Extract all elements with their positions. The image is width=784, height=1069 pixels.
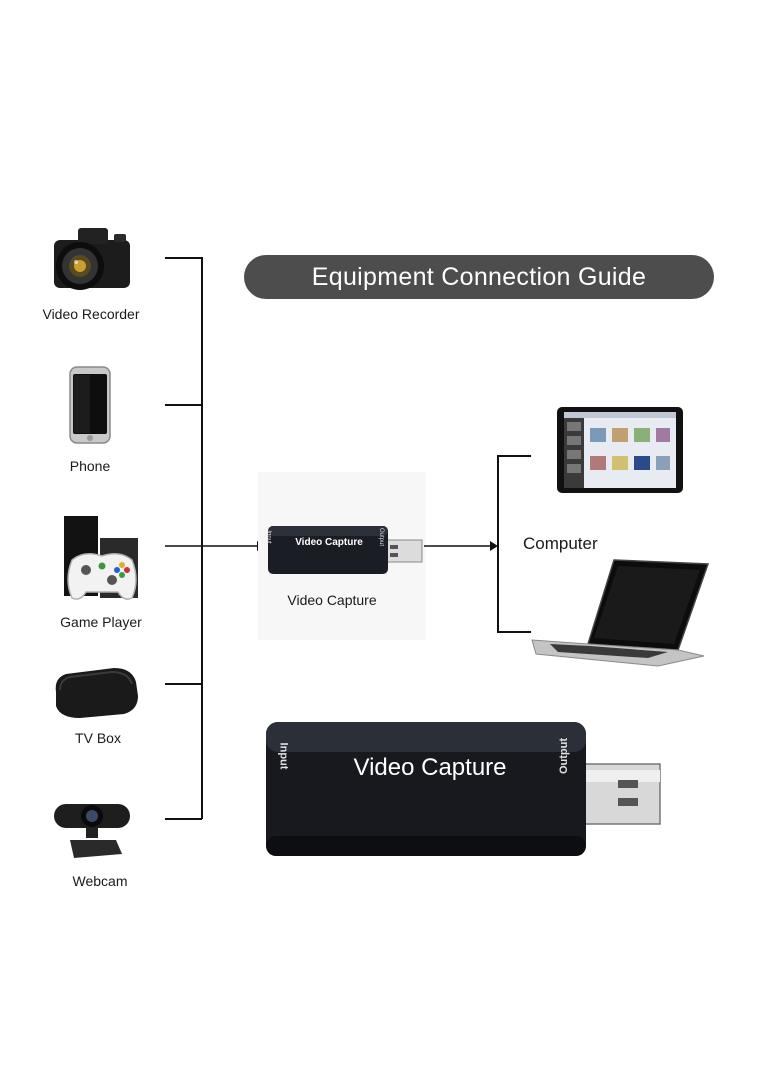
input-label-video-recorder: Video Recorder	[42, 306, 140, 322]
connector-video-recorder	[165, 257, 202, 259]
output-label-computer: Computer	[523, 534, 598, 553]
phone-icon	[69, 366, 111, 444]
diagram-title: Equipment Connection Guide	[244, 255, 714, 299]
capture-large-port-out: Output	[558, 737, 571, 775]
capture-device-large	[266, 722, 661, 856]
tv-box-icon	[55, 668, 138, 718]
connector-tv-box	[165, 683, 202, 685]
tablet-icon	[557, 407, 683, 493]
capture-label: Video Capture	[287, 592, 377, 608]
connector-webcam	[165, 818, 202, 820]
input-label-tv-box: TV Box	[75, 730, 121, 746]
input-label-webcam: Webcam	[72, 873, 128, 889]
arrow-to-computer	[424, 541, 498, 551]
laptop-icon	[531, 559, 710, 667]
game-console-icon	[64, 516, 138, 600]
connector-input-bus	[201, 257, 203, 819]
connector-tablet	[497, 455, 531, 457]
connector-laptop	[497, 631, 531, 633]
connector-phone	[165, 404, 202, 406]
capture-small-port-out: Output	[378, 527, 385, 547]
input-label-phone: Phone	[69, 458, 111, 474]
webcam-icon	[54, 804, 130, 858]
input-label-game-player: Game Player	[60, 614, 142, 630]
diagram-title-text: Equipment Connection Guide	[311, 262, 647, 291]
connector-output-bus	[497, 455, 499, 632]
arrow-to-capture	[165, 541, 265, 551]
capture-device-small	[268, 526, 423, 574]
capture-device-large-text: Video Capture	[353, 754, 507, 781]
capture-large-port-in: Input	[277, 742, 290, 770]
capture-small-port-in: Input	[265, 530, 272, 544]
capture-device-small-text: Video Capture	[295, 537, 363, 548]
camera-icon	[54, 228, 130, 290]
